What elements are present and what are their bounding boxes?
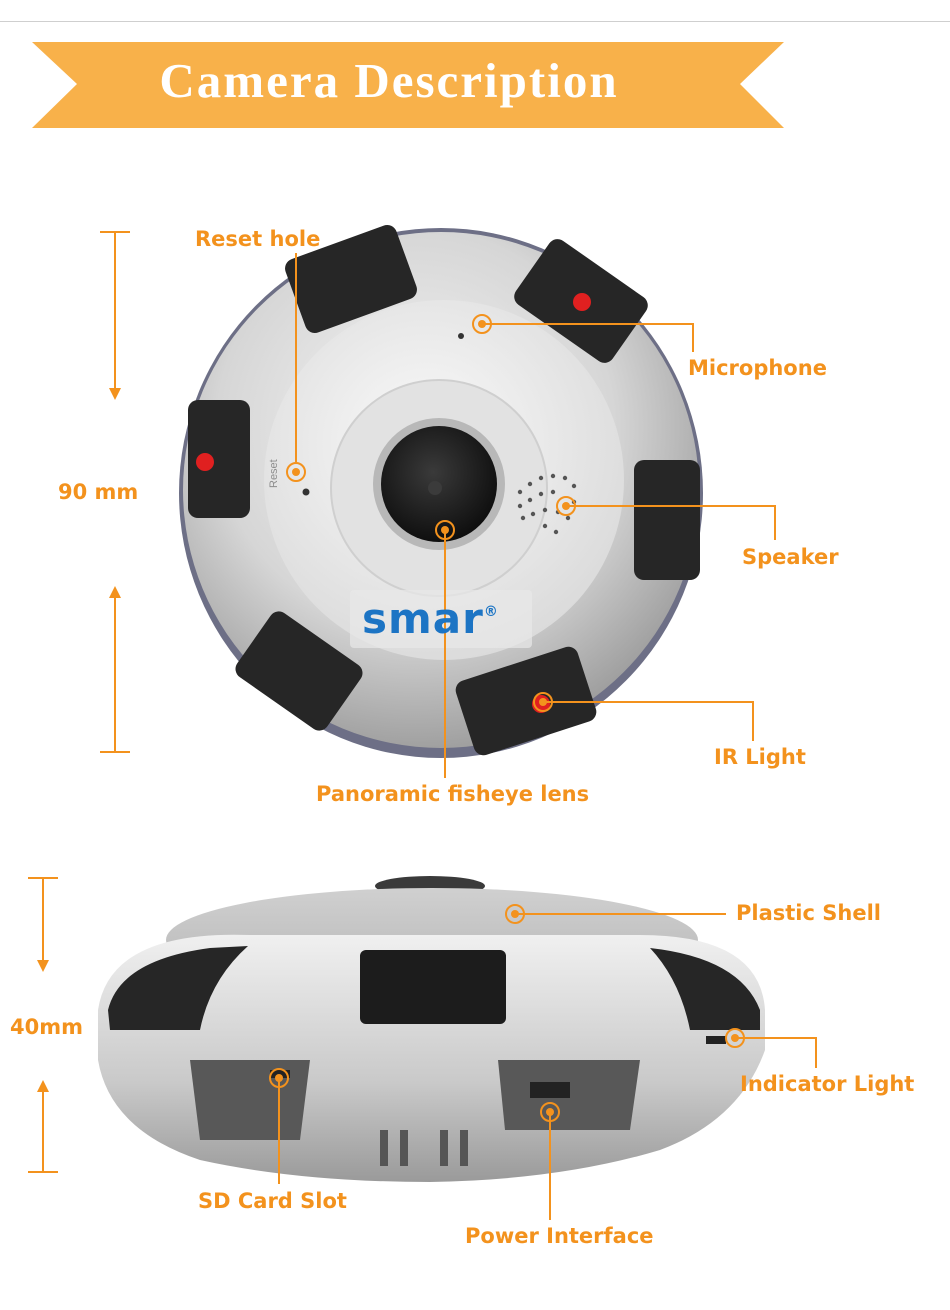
reset-print: Reset: [268, 459, 280, 488]
label-power-interface: Power Interface: [465, 1224, 654, 1248]
label-ir-light: IR Light: [714, 745, 806, 769]
label-fisheye-lens: Panoramic fisheye lens: [316, 782, 590, 806]
label-plastic-shell: Plastic Shell: [736, 901, 881, 925]
top-divider: [0, 21, 950, 22]
brand-logo: smar®: [362, 594, 499, 643]
callout-markers-side: [269, 904, 745, 1122]
banner-ribbon: [32, 42, 784, 128]
dimension-width: 90 mm: [58, 480, 139, 504]
height-dimension-top: [100, 231, 130, 753]
callout-lines-side: [278, 913, 817, 1220]
label-indicator-light: Indicator Light: [740, 1072, 915, 1096]
label-microphone: Microphone: [688, 356, 827, 380]
height-dimension-side: [28, 877, 58, 1173]
callout-lines-top: [295, 253, 776, 778]
dimension-height: 40mm: [10, 1015, 83, 1039]
camera-top-view: [179, 224, 703, 758]
page-title: Camera Description: [159, 53, 619, 108]
label-speaker: Speaker: [742, 545, 839, 569]
callout-markers-top: [286, 314, 576, 712]
camera-side-view: [98, 876, 765, 1182]
label-sd-card-slot: SD Card Slot: [198, 1189, 347, 1213]
label-reset-hole: Reset hole: [195, 227, 321, 251]
